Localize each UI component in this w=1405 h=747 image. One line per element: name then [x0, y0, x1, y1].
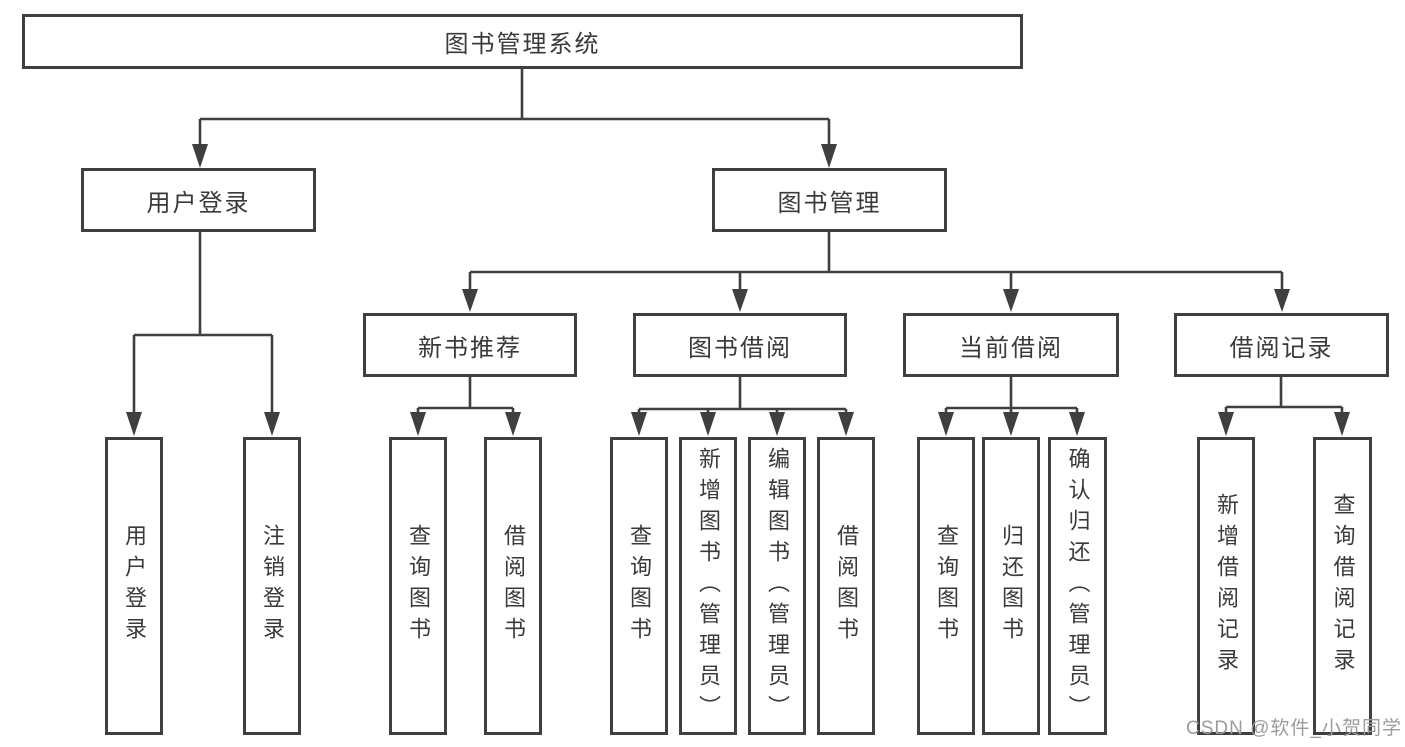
csdn-watermark: CSDN @软件_小贺同学: [1186, 718, 1402, 739]
leaf-logout-label: 注销登录: [260, 524, 285, 648]
leaf-edit-book-admin: 编辑图书（管理员）: [748, 437, 806, 735]
leaf-return-book-label: 归还图书: [999, 524, 1024, 648]
node-root-label: 图书管理系统: [444, 31, 601, 58]
leaf-add-borrow-record: 新增借阅记录: [1197, 437, 1255, 735]
leaf-borrow-books-borrowing-label: 借阅图书: [834, 524, 859, 648]
leaf-query-borrow-record-label: 查询借阅记录: [1330, 493, 1356, 679]
node-current-borrowing-label: 当前借阅: [959, 334, 1063, 362]
leaf-user-login: 用户登录: [105, 437, 163, 735]
node-user-login-label: 用户登录: [146, 189, 251, 217]
node-book-management: 图书管理: [712, 168, 947, 232]
node-current-borrowing: 当前借阅: [903, 313, 1119, 377]
leaf-query-books-current-label: 查询图书: [934, 524, 959, 648]
leaf-query-books-recommend-label: 查询图书: [406, 524, 431, 648]
node-new-book-recommend-label: 新书推荐: [418, 334, 522, 362]
leaf-query-borrow-record: 查询借阅记录: [1313, 437, 1372, 735]
leaf-borrow-books-recommend-label: 借阅图书: [501, 524, 526, 648]
node-new-book-recommend: 新书推荐: [363, 313, 577, 377]
leaf-query-books-recommend: 查询图书: [389, 437, 447, 735]
leaf-return-book: 归还图书: [982, 437, 1040, 735]
leaf-borrow-books-recommend: 借阅图书: [484, 437, 542, 735]
arrowheads: [126, 144, 1350, 436]
leaf-user-login-label: 用户登录: [122, 524, 147, 648]
leaf-edit-book-admin-label: 编辑图书（管理员）: [765, 446, 790, 726]
leaf-query-books-current: 查询图书: [917, 437, 975, 735]
node-user-login: 用户登录: [81, 168, 316, 232]
leaf-borrow-books-borrowing: 借阅图书: [817, 437, 875, 735]
leaf-logout: 注销登录: [243, 437, 301, 735]
node-borrowing-records-label: 借阅记录: [1229, 334, 1334, 362]
leaf-add-book-admin: 新增图书（管理员）: [679, 437, 737, 735]
tree-edges: [132, 69, 1344, 414]
node-book-borrowing: 图书借阅: [633, 313, 847, 377]
node-root: 图书管理系统: [22, 14, 1023, 69]
leaf-confirm-return-admin-label: 确认归还（管理员）: [1065, 446, 1091, 726]
node-book-management-label: 图书管理: [777, 189, 882, 217]
node-book-borrowing-label: 图书借阅: [688, 334, 792, 362]
leaf-query-books-borrowing-label: 查询图书: [627, 524, 652, 648]
leaf-confirm-return-admin: 确认归还（管理员）: [1048, 437, 1107, 735]
leaf-query-books-borrowing: 查询图书: [610, 437, 668, 735]
leaf-add-borrow-record-label: 新增借阅记录: [1214, 493, 1239, 679]
leaf-add-book-admin-label: 新增图书（管理员）: [696, 446, 721, 726]
node-borrowing-records: 借阅记录: [1174, 313, 1389, 377]
